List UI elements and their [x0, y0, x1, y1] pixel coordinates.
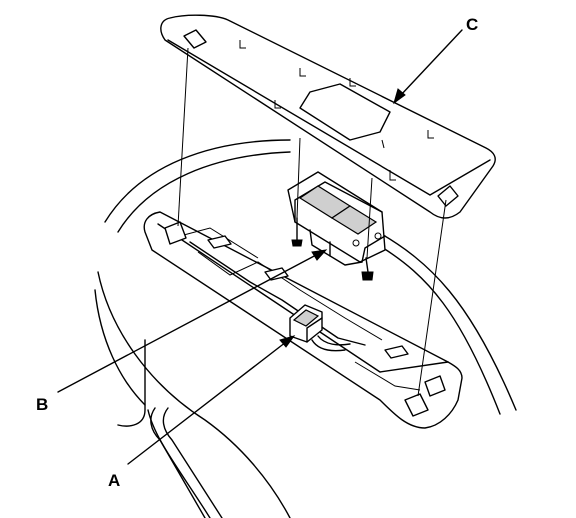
door-panel-outline [94, 139, 517, 518]
connector-harness [289, 304, 351, 352]
arrowhead-c [393, 88, 406, 105]
clip-slot-right [404, 393, 429, 417]
switch-opening [299, 83, 391, 141]
mounting-screws [291, 217, 374, 281]
panel-clip-rear [437, 185, 459, 207]
clip-slot-left [164, 221, 187, 245]
clip-slot-2 [264, 267, 289, 281]
clip-slot-1 [207, 235, 232, 249]
clip-slot-3 [384, 345, 409, 359]
power-window-switch [287, 171, 386, 266]
screw-left [291, 239, 303, 247]
callout-label-b: B [36, 395, 48, 414]
panel-clip-front [183, 29, 207, 49]
screw-right [361, 271, 374, 281]
leader-line-c [399, 29, 463, 97]
leader-lines [57, 29, 463, 465]
switch-mount-hole [352, 239, 360, 247]
arrowhead-b [311, 249, 328, 261]
leader-line-a [127, 341, 287, 465]
trim-panel-c [160, 14, 496, 219]
switch-mount-hole-2 [374, 232, 382, 240]
leader-line-b [57, 253, 319, 393]
assembly-guide-lines [177, 47, 447, 397]
callout-label-c: C [466, 15, 478, 34]
clip-slot-right-2 [424, 375, 446, 397]
callout-label-a: A [108, 471, 120, 490]
switch-button-right [330, 205, 378, 235]
arrowhead-a [279, 335, 296, 348]
